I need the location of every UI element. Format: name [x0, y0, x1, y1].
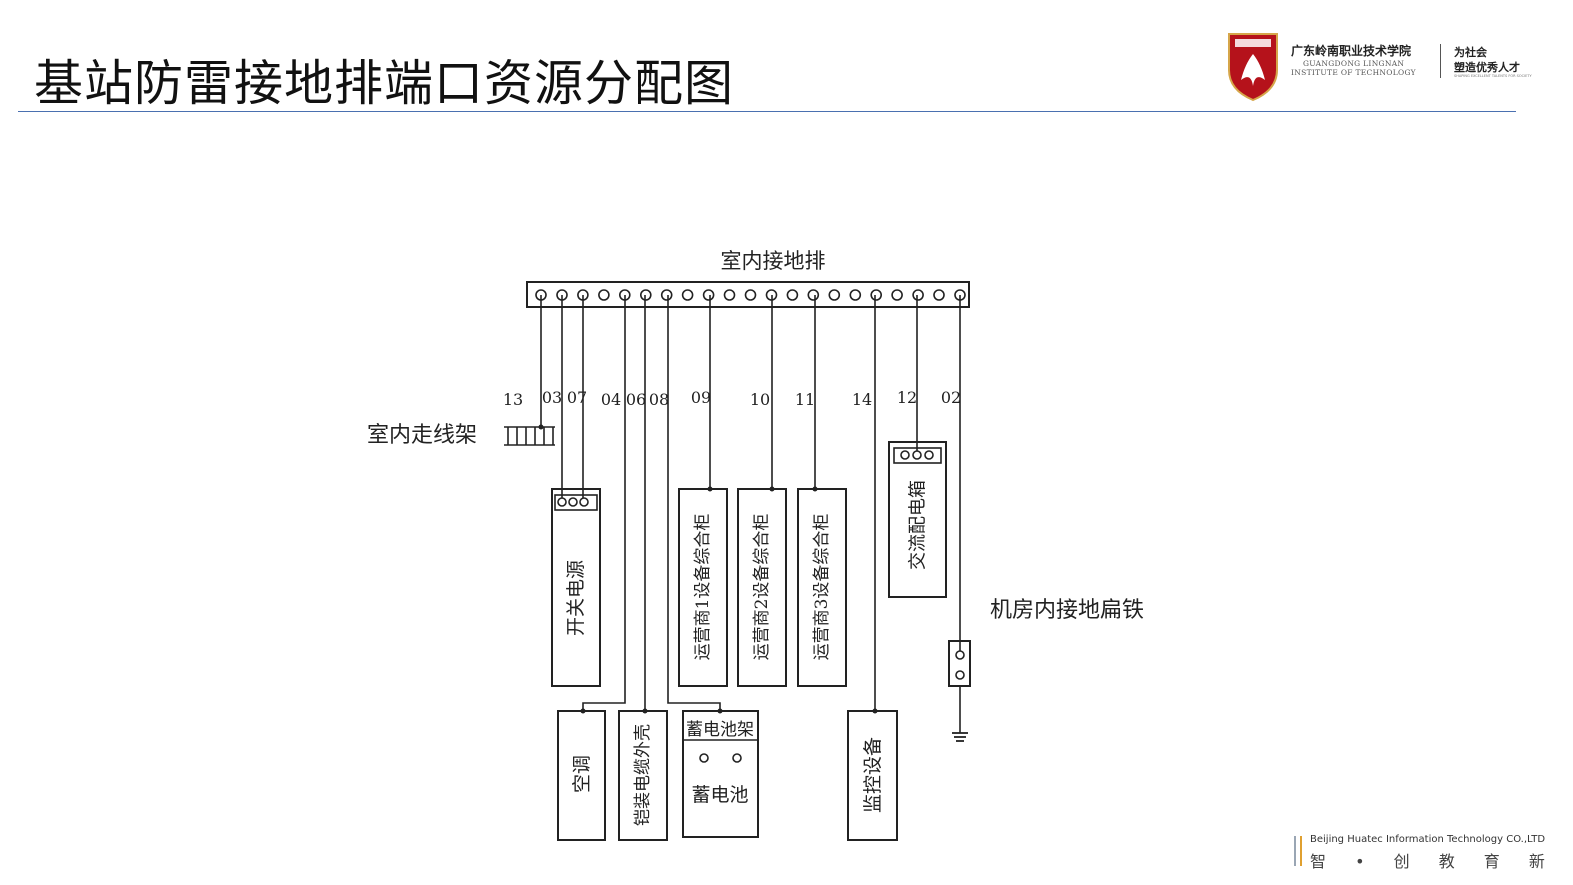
ground-port-hole [912, 289, 924, 301]
earth-ground-icon [952, 732, 968, 742]
operator-1-cabinet: 运营商1设备综合柜 [678, 488, 728, 687]
battery-rack: 蓄电池架 蓄电池 [682, 710, 759, 838]
ground-port-hole [702, 289, 715, 301]
ground-port-hole [598, 289, 610, 301]
ac-box-label: 交流配电箱 [908, 480, 929, 570]
school-logo: 广东岭南职业技术学院 GUANGDONG LINGNAN INSTITUTE O… [1225, 30, 1545, 102]
port-label: 03 [542, 388, 562, 407]
port-label: 06 [626, 390, 646, 409]
ground-port-hole [744, 289, 757, 301]
port-label: 04 [601, 390, 621, 409]
switching-power-supply: 开关电源 [551, 488, 601, 687]
port-label: 02 [941, 388, 961, 407]
footer-company: Beijing Huatec Information Technology CO… [1310, 834, 1546, 845]
cable-tray [504, 426, 555, 446]
slogan-en: SHAPING EXCELLENT TALENTS FOR SOCIETY [1454, 74, 1532, 78]
air-conditioner: 空调 [557, 710, 606, 841]
monitoring-equipment: 监控设备 [847, 710, 898, 841]
page-title: 基站防雷接地排端口资源分配图 [34, 55, 735, 112]
school-name-en-1: GUANGDONG LINGNAN [1303, 59, 1405, 68]
operator-3-label: 运营商3设备综合柜 [812, 514, 832, 661]
school-name-cn: 广东岭南职业技术学院 [1291, 44, 1412, 58]
monitor-label: 监控设备 [862, 737, 884, 813]
cable-shell-label: 铠装电缆外壳 [633, 724, 653, 826]
armored-cable-shell: 铠装电缆外壳 [618, 710, 668, 841]
school-name-en-2: INSTITUTE OF TECHNOLOGY [1291, 68, 1416, 77]
port-label: 14 [852, 390, 872, 409]
ground-port-hole [870, 289, 883, 301]
port-label: 13 [503, 390, 523, 409]
ground-port-hole [807, 289, 820, 301]
ground-port-hole [849, 289, 862, 301]
ground-wires [540, 295, 961, 711]
port-label: 12 [897, 388, 917, 407]
battery-label: 蓄电池 [691, 784, 748, 806]
ground-port-hole [786, 289, 799, 301]
ground-port-hole [828, 289, 841, 301]
ground-bar-label: 室内接地排 [721, 249, 826, 273]
port-label: 11 [795, 390, 815, 409]
ground-port-hole [723, 289, 736, 301]
shield-logo-icon [1228, 33, 1278, 102]
operator-1-label: 运营商1设备综合柜 [693, 514, 713, 661]
port-label: 08 [649, 390, 669, 409]
ground-port-hole [681, 289, 694, 301]
footer-motto: 智 • 创 教 育 新 力 量 [1310, 852, 1573, 871]
battery-rack-label: 蓄电池架 [686, 720, 754, 740]
operator-2-label: 运营商2设备综合柜 [752, 514, 772, 661]
ground-bar [526, 281, 970, 308]
slogan-line-2: 塑造优秀人才 [1454, 61, 1520, 74]
ac-distribution-box: 交流配电箱 [888, 441, 947, 598]
port-label: 10 [750, 390, 770, 409]
footer-accent-bar [1294, 836, 1296, 866]
operator-2-cabinet: 运营商2设备综合柜 [737, 488, 787, 687]
ground-port-hole [660, 289, 673, 301]
ground-port-hole [891, 289, 903, 301]
ground-bar-ports [535, 289, 966, 301]
title-divider [18, 111, 1516, 112]
footer-brand: Beijing Huatec Information Technology CO… [1292, 832, 1573, 872]
air-conditioner-label: 空调 [571, 755, 593, 793]
ground-flat-iron-label: 机房内接地扁铁 [990, 598, 1144, 623]
port-label: 07 [567, 388, 587, 407]
logo-separator [1440, 44, 1441, 78]
port-label: 09 [691, 388, 711, 407]
ground-flat-iron [948, 640, 971, 733]
footer-accent-bar [1300, 836, 1302, 866]
port-labels: 13 03 07 04 06 08 09 10 11 14 12 02 [503, 388, 961, 409]
cable-tray-label: 室内走线架 [367, 423, 477, 448]
slogan-line-1: 为社会 [1454, 46, 1487, 59]
ground-port-hole [933, 289, 945, 301]
power-supply-label: 开关电源 [565, 560, 587, 636]
operator-3-cabinet: 运营商3设备综合柜 [797, 488, 847, 687]
